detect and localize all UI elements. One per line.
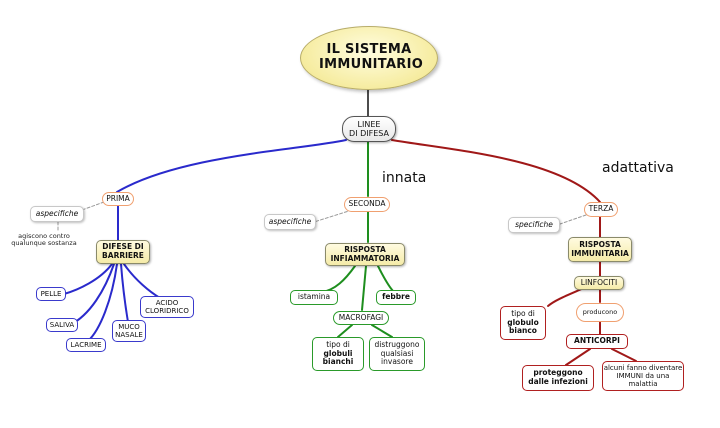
node-seconda-aspecifiche[interactable]: aspecifiche	[264, 214, 316, 230]
root-line2: DI DIFESA	[349, 129, 389, 138]
node-risposta-immunitaria[interactable]: RISPOSTA IMMUNITARIA	[568, 237, 632, 262]
root-node-linee-di-difesa[interactable]: LINEE DI DIFESA	[342, 116, 396, 142]
node-difese-di-barriere[interactable]: DIFESE DI BARRIERE	[96, 240, 150, 264]
connector-difese-saliva	[69, 263, 115, 326]
tipo-bold: globuli bianchi	[322, 348, 354, 367]
node-terza-specifiche[interactable]: specifiche	[508, 217, 560, 233]
connector-anticorpi-proteggono	[565, 348, 591, 366]
connector-anticorpi-immuni	[611, 348, 637, 362]
node-muco-nasale[interactable]: MUCO NASALE	[112, 320, 146, 342]
node-macrofagi[interactable]: MACROFAGI	[333, 311, 389, 325]
node-saliva[interactable]: SALIVA	[46, 318, 78, 332]
connector-terza-specifiche	[559, 214, 587, 225]
node-linfociti[interactable]: LINFOCITI	[574, 276, 624, 290]
note-agiscono-contro: agiscono contro qualunque sostanza	[11, 231, 77, 247]
label-innata: innata	[382, 170, 427, 186]
root-text: LINEE DI DIFESA	[349, 120, 389, 138]
node-lacrime[interactable]: LACRIME	[66, 338, 106, 352]
node-acido-cloridrico[interactable]: ACIDO CLORIDRICO	[140, 296, 194, 318]
node-febbre[interactable]: febbre	[376, 290, 416, 305]
title-node[interactable]: IL SISTEMA IMMUNITARIO	[300, 26, 438, 90]
node-risposta-infiammatoria[interactable]: RISPOSTA INFIAMMATORIA	[325, 243, 405, 266]
node-prima[interactable]: PRIMA	[102, 192, 134, 206]
title-text: IL SISTEMA IMMUNITARIO	[319, 42, 424, 72]
connector-seconda-aspecifiche	[313, 209, 353, 223]
node-pelle[interactable]: PELLE	[36, 287, 66, 301]
node-tipo-di-globulo-bianco[interactable]: tipo di globulo bianco	[500, 306, 546, 340]
node-alcuni-immuni[interactable]: alcuni fanno diventare IMMUNI da una mal…	[602, 361, 684, 391]
node-tipo-di-globuli-bianchi[interactable]: tipo di globuli bianchi	[312, 337, 364, 371]
connector-risposta-febbre	[377, 265, 395, 293]
node-producono[interactable]: producono	[576, 303, 624, 322]
connector-root-terza	[391, 139, 601, 203]
node-seconda[interactable]: SECONDA	[344, 197, 390, 212]
node-anticorpi[interactable]: ANTICORPI	[566, 334, 628, 349]
root-line1: LINEE	[357, 119, 381, 129]
tipo-prefix: tipo di	[326, 340, 350, 350]
label-adattativa: adattativa	[602, 160, 674, 176]
node-distruggono-invasore[interactable]: distruggono qualsiasi invasore	[369, 337, 425, 371]
tipo-prefix-terza: tipo di	[511, 309, 535, 319]
connector-risposta-macrofagi	[361, 265, 367, 311]
connector-linfociti-tipo	[547, 287, 585, 307]
connector-prima-aspecifiche	[81, 201, 105, 211]
node-istamina[interactable]: istamina	[290, 290, 338, 305]
connector-difese-pelle	[63, 263, 113, 295]
connector-risposta-istamina	[321, 265, 356, 293]
node-terza[interactable]: TERZA	[584, 202, 618, 217]
connector-difese-acido	[123, 263, 161, 299]
connector-difese-lacrime	[87, 263, 118, 342]
node-proteggono-infezioni[interactable]: proteggono dalle infezioni	[522, 365, 594, 391]
node-prima-aspecifiche[interactable]: aspecifiche	[30, 206, 84, 222]
connector-difese-muco	[120, 263, 129, 323]
connector-root-prima	[116, 139, 347, 193]
connector-macrofagi-distruggono	[371, 324, 393, 338]
tipo-bold-terza: globulo bianco	[507, 317, 539, 336]
connector-macrofagi-tipo	[337, 324, 353, 338]
